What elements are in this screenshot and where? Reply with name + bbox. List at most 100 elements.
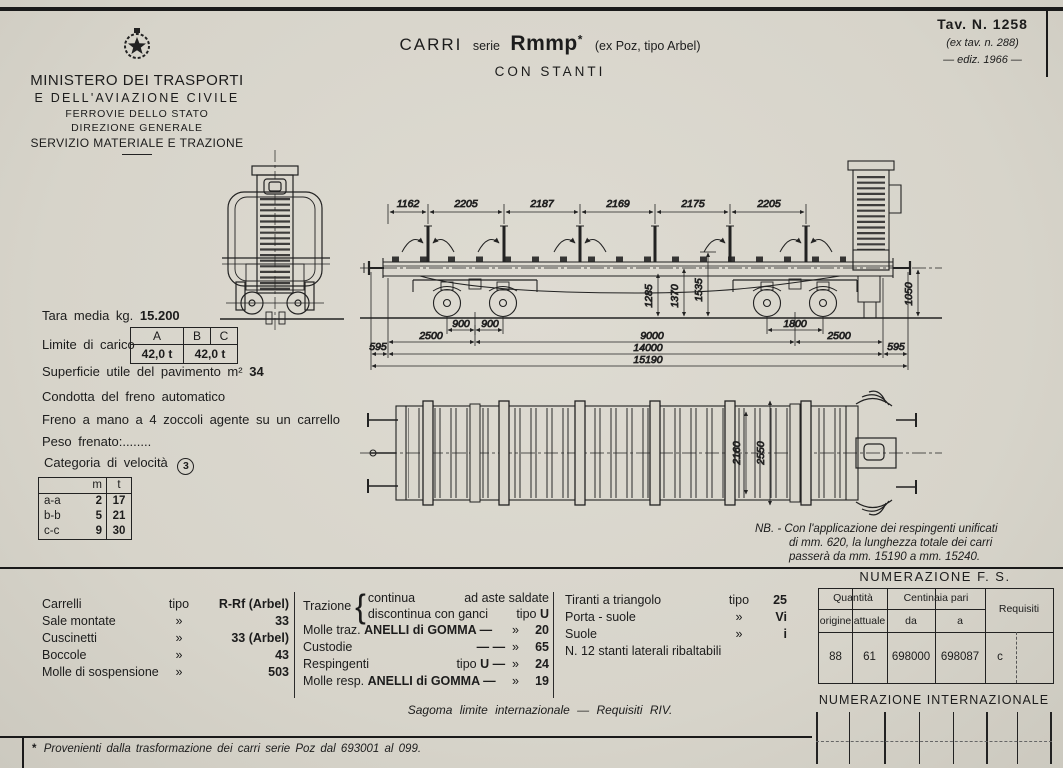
handbrake-tower <box>847 160 902 318</box>
dim-label-15190: 15190 <box>633 354 662 366</box>
tara-media-line: Tara media kg. 15.200 <box>42 308 180 323</box>
parts-row-molle-traz: Molle traz. ANELLI di GOMMA — » 20 <box>303 623 549 637</box>
sheet-title: CARRI serie Rmmp* (ex Poz, tipo Arbel) C… <box>360 32 740 79</box>
dim-label-2205b: 2205 <box>756 198 781 210</box>
superficie-line: Superficie utile del pavimento m² 34 <box>42 364 264 379</box>
limite-col-a: A <box>131 328 184 344</box>
fs-table: Quantità Centinaia pari Requisiti origin… <box>818 588 1054 684</box>
limite-value-bc: 42,0 t <box>194 347 226 361</box>
condotta-line: Condotta del freno automatico <box>42 389 226 404</box>
categoria-value-circled: 3 <box>177 458 195 475</box>
dim-label-2205a: 2205 <box>453 198 478 210</box>
fs-table-title: NUMERAZIONE F. S. <box>859 569 1011 584</box>
superficie-label: Superficie utile del pavimento m² <box>42 364 243 379</box>
title-footnote-star: * <box>577 32 583 47</box>
nb-line2: di mm. 620, la lunghezza totale dei carr… <box>789 537 993 549</box>
nb-line3: passerà da mm. 15190 a mm. 15240. <box>789 551 981 563</box>
fs-v4 <box>985 589 986 683</box>
tara-value: 15.200 <box>139 308 180 323</box>
categoria-label: Categoria di velocità <box>44 455 168 470</box>
top-border-line <box>0 7 1063 11</box>
fs-requisiti-dashed-divider <box>1016 632 1017 683</box>
dim-label-2175: 2175 <box>680 198 705 210</box>
end-view <box>220 150 344 330</box>
title-subtitle: CON STANTI <box>494 64 606 79</box>
plan-view: 2160 2550 <box>360 390 942 516</box>
fs-col-requisiti: Requisiti <box>998 603 1040 615</box>
parts-row-suole: Suole » i <box>565 627 787 641</box>
int-table <box>816 710 1052 766</box>
dim-label-2500-left: 2500 <box>418 330 443 342</box>
nb-line1: NB. - Con l'applicazione dei respingenti… <box>755 523 998 535</box>
state-emblem-icon <box>124 28 150 59</box>
fs-col-centinaia: Centinaia pari <box>903 592 969 604</box>
title-carri: CARRI <box>399 35 463 54</box>
dim-label-2187: 2187 <box>529 198 555 210</box>
fs-col-origine: origine <box>819 615 852 627</box>
speed-table: m t a-a 2 17 b-b 5 21 c-c 9 30 <box>38 477 132 540</box>
limite-col-b: B <box>184 328 211 344</box>
trazione-group: Trazione { continua ad aste saldate disc… <box>303 586 549 625</box>
plan-couplers-left <box>367 413 398 493</box>
side-view-dimensions: 1162 2205 2187 2169 2175 2205 1285 1370 … <box>369 198 921 370</box>
dim-label-595-right: 595 <box>887 341 905 353</box>
parts-row-custodie: Custodie — — » 65 <box>303 640 549 654</box>
tara-label: Tara media kg. <box>42 308 134 323</box>
fs-v2 <box>887 589 888 683</box>
fs-col-quantita: Quantità <box>833 592 873 604</box>
parts-list-left: Carrelli tipo R-Rf (Arbel) Sale montate … <box>42 596 289 681</box>
side-view <box>360 160 942 319</box>
parts-row-carrelli: Carrelli tipo R-Rf (Arbel) <box>42 597 289 611</box>
ex-tav-number: (ex tav. n. 288) <box>946 37 1019 49</box>
parts-row-molle-resp: Molle resp. ANELLI di GOMMA — » 19 <box>303 674 549 688</box>
int-table-dashed-row <box>816 741 1052 742</box>
dim-label-1535: 1535 <box>693 278 705 302</box>
footnote: * Provenienti dalla trasformazione dei c… <box>32 743 552 755</box>
parts-list-right: Tiranti a triangolo tipo 25 Porta - suol… <box>565 592 787 660</box>
plan-brake-end <box>855 390 917 516</box>
dim-label-1285: 1285 <box>643 284 655 308</box>
title-series-name: Rmmp <box>510 32 578 55</box>
sagoma-note: Sagoma limite internazionale — Requisiti… <box>407 703 673 717</box>
stanchion-pockets <box>422 400 812 506</box>
limite-col-c: C <box>219 329 229 343</box>
bogie-right <box>732 278 858 318</box>
fs-h2 <box>819 632 1053 633</box>
ministry-line4: DIREZIONE GENERALE <box>71 121 203 134</box>
tav-number: Tav. N. 1258 <box>937 16 1028 32</box>
categoria-line: Categoria di velocità 3 <box>44 455 195 475</box>
parts-list-middle: Trazione { continua ad aste saldate disc… <box>303 586 549 690</box>
ministry-line2: E DELL'AVIAZIONE CIVILE <box>34 90 240 105</box>
edition: — ediz. 1966 — <box>943 53 1022 66</box>
tav-box-divider <box>1046 11 1048 77</box>
dim-label-595-left: 595 <box>369 341 387 353</box>
limite-carico-table: A B C 42,0 t 42,0 t <box>130 327 238 364</box>
trazione-brace: { <box>355 586 366 625</box>
mid-separator-line <box>0 567 1063 569</box>
fs-value-origine: 88 <box>829 651 842 663</box>
dim-label-2500-right: 2500 <box>826 330 851 342</box>
dim-label-2169: 2169 <box>605 198 630 210</box>
fs-col-da: da <box>905 615 917 627</box>
parts-row-molle-sosp: Molle di sospensione » 503 <box>42 665 289 679</box>
dim-label-1370: 1370 <box>669 284 681 308</box>
fs-v3 <box>935 589 936 683</box>
footnote-text: Provenienti dalla trasformazione dei car… <box>43 743 422 755</box>
fs-value-requisiti: c <box>997 651 1003 663</box>
int-table-title: NUMERAZIONE INTERNAZIONALE <box>818 693 1050 707</box>
limite-carico-label: Limite di carico <box>42 337 135 352</box>
dim-label-900b: 900 <box>481 318 499 330</box>
title-serie: serie <box>472 39 500 53</box>
parts-row-boccole: Boccole » 43 <box>42 648 289 662</box>
fold-arrows <box>401 237 833 253</box>
speed-row-aa: a-a 2 17 <box>44 494 126 509</box>
trazione-label: Trazione <box>303 598 352 613</box>
ministry-line5: SERVIZIO MATERIALE E TRAZIONE <box>30 135 244 150</box>
limite-value-a: 42,0 t <box>131 345 184 363</box>
dim-label-9000: 9000 <box>640 330 664 342</box>
speed-col-m: m <box>78 478 107 493</box>
tav-number-block: Tav. N. 1258 (ex tav. n. 288) — ediz. 19… <box>925 14 1040 68</box>
parts-row-porta-suole: Porta - suole » Vi <box>565 610 787 624</box>
plan-dimensions: 2160 2550 <box>731 400 773 506</box>
